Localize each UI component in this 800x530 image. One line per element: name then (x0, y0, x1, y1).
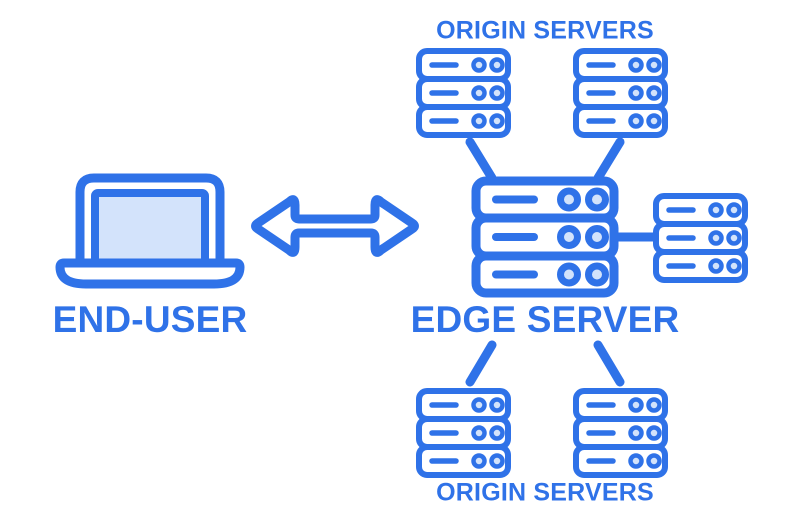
origin-server-top-right-row-3-led-b (646, 113, 662, 129)
origin-server-right-row-3-led-b (726, 258, 742, 274)
edge-server-icon (471, 176, 619, 298)
origin-server-bottom-right-row-2-led-b (646, 425, 662, 441)
origin-servers-top-label: ORIGIN SERVERS (436, 17, 654, 45)
double-arrow-shape (251, 195, 419, 257)
origin-server-top-right-row-1-led-a (628, 57, 644, 73)
laptop-screen (91, 189, 209, 269)
origin-server-right-row-1-led-a (708, 202, 724, 218)
origin-server-top-left-row-1-led-b (489, 57, 505, 73)
origin-server-top-left-row-1-led-a (471, 57, 487, 73)
laptop-icon (55, 173, 245, 289)
origin-server-top-right-row-2-led-a (628, 85, 644, 101)
origin-server-bottom-left-row-1-led-a (471, 397, 487, 413)
origin-server-top-right-row-3 (573, 104, 668, 138)
edge-server-row-1-led-a (557, 187, 581, 212)
edge-to-origin-bottom-right-line (593, 340, 625, 387)
origin-server-top-left-row-3-led-a (471, 113, 487, 129)
origin-server-top-left-row-3-led-b (489, 113, 505, 129)
end-user-label: END-USER (53, 299, 248, 340)
origin-server-bottom-right-row-3 (573, 444, 668, 478)
origin-server-right-icon (653, 193, 748, 283)
bidirectional-arrow-icon (251, 195, 419, 257)
edge-server-label: EDGE SERVER (411, 299, 680, 340)
edge-server-row-3-led-b (585, 262, 609, 287)
origin-servers-bottom-label: ORIGIN SERVERS (436, 479, 654, 507)
origin-server-bottom-right-row-1-led-a (628, 397, 644, 413)
origin-server-bottom-left-row-3-led-a (471, 453, 487, 469)
origin-server-top-left-icon (416, 48, 511, 138)
origin-server-bottom-right-row-2-led-a (628, 425, 644, 441)
origin-server-bottom-right-icon (573, 388, 668, 478)
origin-server-top-left-row-2-led-b (489, 85, 505, 101)
origin-server-right-row-2-led-b (726, 230, 742, 246)
edge-server-row-2-led-a (557, 225, 581, 249)
origin-server-bottom-left-row-2-led-b (489, 425, 505, 441)
edge-to-origin-bottom-left-line (465, 340, 497, 387)
edge-server-row-2-led-b (585, 225, 609, 249)
origin-server-top-right-row-2-led-b (646, 85, 662, 101)
edge-to-origin-top-right-line (593, 137, 625, 183)
origin-server-bottom-left-row-3 (416, 444, 511, 478)
connector-group (465, 137, 658, 387)
origin-server-bottom-left-icon (416, 388, 511, 478)
origin-server-bottom-right-row-3-led-b (646, 453, 662, 469)
origin-server-top-right-row-1-led-b (646, 57, 662, 73)
edge-to-origin-top-left-line (465, 137, 497, 183)
origin-server-top-left-row-3 (416, 104, 511, 138)
origin-server-bottom-left-row-2-led-a (471, 425, 487, 441)
origin-server-bottom-left-row-1-led-b (489, 397, 505, 413)
origin-server-top-left-row-2-led-a (471, 85, 487, 101)
origin-server-top-right-row-3-led-a (628, 113, 644, 129)
origin-server-right-row-3-led-a (708, 258, 724, 274)
origin-server-right-row-1-led-b (726, 202, 742, 218)
origin-server-right-row-2-led-a (708, 230, 724, 246)
origin-server-bottom-right-row-3-led-a (628, 453, 644, 469)
origin-server-bottom-right-row-1-led-b (646, 397, 662, 413)
edge-server-row-1-led-b (585, 187, 609, 212)
laptop-base (55, 258, 245, 289)
origin-server-right-row-3 (653, 249, 748, 283)
origin-server-top-right-icon (573, 48, 668, 138)
edge-server-row-3 (471, 251, 619, 298)
edge-server-row-3-led-a (557, 262, 581, 287)
origin-server-bottom-left-row-3-led-b (489, 453, 505, 469)
